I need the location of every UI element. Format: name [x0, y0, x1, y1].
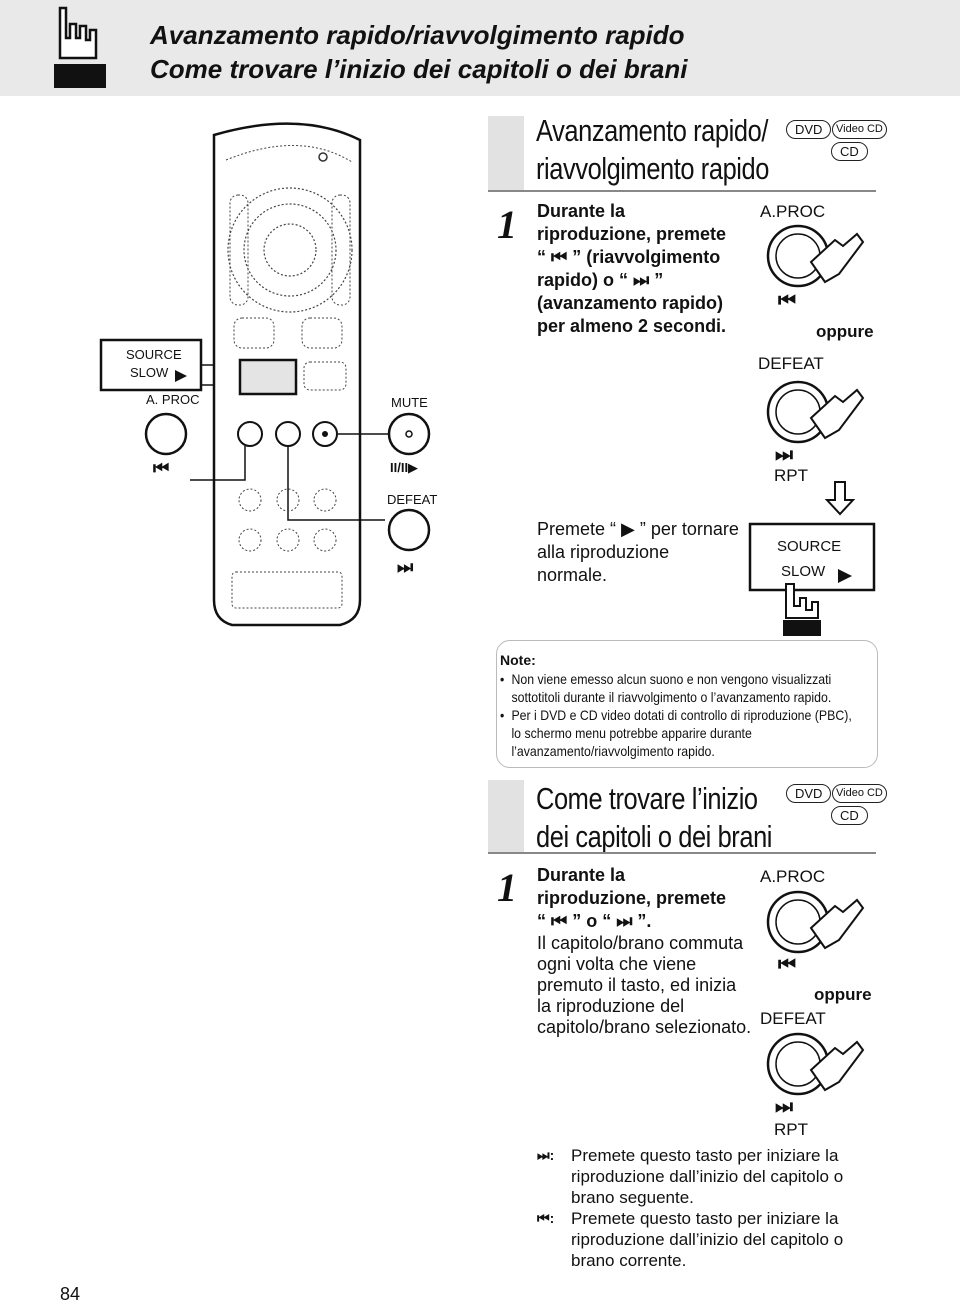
legend: ⏭: Premete questo tasto per iniziare la … [537, 1145, 843, 1271]
legend-line: riproduzione dall’inizio del capitolo o [571, 1230, 844, 1249]
body-line: capitolo/brano selezionato. [537, 1017, 752, 1037]
notes-box [496, 640, 878, 768]
page-number: 84 [60, 1284, 81, 1304]
step-line: per almeno 2 secondi. [537, 316, 727, 336]
badge-video-cd: Video CD [832, 784, 887, 803]
legend-line: Premete questo tasto per iniziare la [571, 1146, 839, 1165]
aproc-label: A.PROC [760, 202, 826, 221]
section2-title-line2: dei capitoli o dei brani [536, 819, 773, 854]
body-line: Il capitolo/brano commuta [537, 933, 744, 953]
legend-desc: Premete questo tasto per iniziare la rip… [571, 1208, 843, 1271]
defeat-label: DEFEAT [760, 1009, 826, 1028]
prev-icon: ⏮ [778, 954, 796, 976]
page-title-line2: Come trovare l’inizio dei capitoli o dei… [150, 54, 688, 84]
legend-line: brano seguente. [571, 1188, 694, 1207]
legend-item-prev: ⏮: Premete questo tasto per iniziare la … [537, 1208, 843, 1271]
page-title-line1: Avanzamento rapido/riavvolgimento rapido [150, 20, 685, 50]
section2-title: Come trovare l’inizio dei capitoli o dei… [536, 780, 772, 856]
step-line: riproduzione, premete [537, 224, 727, 244]
remote-mute-label: MUTE [391, 395, 428, 410]
note-item: •Per i DVD e CD video dotati di controll… [500, 706, 861, 760]
section2-title-line1: Come trovare l’inizio [536, 781, 758, 816]
notes-heading: Note: [500, 652, 536, 668]
section1-rule [488, 190, 876, 192]
badge-cd: CD [831, 806, 868, 825]
legend-line: brano corrente. [571, 1251, 687, 1270]
page-title: Avanzamento rapido/riavvolgimento rapido… [150, 18, 687, 86]
section1-step-text: Durante la riproduzione, premete “ ⏮ ” (… [537, 200, 767, 338]
oppure-label: oppure [816, 322, 874, 341]
remote-slow-label: SLOW [130, 365, 169, 380]
note-text: Per i DVD e CD video dotati di controllo… [511, 707, 852, 759]
badge-video-cd: Video CD [832, 120, 887, 139]
step-line: (avanzamento rapido) [537, 293, 724, 313]
body-line: la riproduzione del [537, 996, 685, 1016]
legend-line: Premete questo tasto per iniziare la [571, 1209, 839, 1228]
remote-defeat-label: DEFEAT [387, 492, 438, 507]
section2-bar [488, 780, 524, 852]
section1-title-line1: Avanzamento rapido/ [536, 113, 768, 148]
rpt-label: RPT [774, 1120, 808, 1139]
section1-title: Avanzamento rapido/ riavvolgimento rapid… [536, 112, 769, 188]
defeat-button-press-icon [766, 380, 865, 444]
remote-source-label: SOURCE [126, 347, 182, 362]
down-arrow-icon [824, 481, 856, 516]
legend-desc: Premete questo tasto per iniziare la rip… [571, 1145, 843, 1208]
step-number: 1 [497, 865, 517, 910]
step-number: 1 [497, 202, 517, 247]
next-icon: ⏭ [775, 1096, 793, 1118]
aproc-button-press-icon [766, 890, 865, 954]
step-line: Durante la [537, 201, 626, 221]
remote-prev-icon: ⏮ [153, 458, 169, 478]
body-line: premuto il tasto, ed inizia [537, 975, 737, 995]
aproc-button-press-icon [766, 224, 865, 288]
source-slow-button-illustration [748, 522, 876, 636]
defeat-button-press-icon [766, 1032, 865, 1096]
note-item: •Non viene emesso alcun suono e non veng… [500, 670, 861, 706]
aproc-label: A.PROC [760, 867, 826, 886]
note-text: Non viene emesso alcun suono e non vengo… [511, 671, 832, 705]
badge-cd: CD [831, 142, 868, 161]
legend-key: ⏮: [537, 1210, 555, 1226]
pointing-hand-icon [54, 6, 106, 88]
legend-line: riproduzione dall’inizio del capitolo o [571, 1167, 844, 1186]
oppure-label: oppure [814, 985, 872, 1004]
step-line: Durante la [537, 865, 626, 885]
step-line: riproduzione, premete [537, 888, 727, 908]
prev-icon: ⏮ [778, 290, 796, 312]
section2-rule [488, 852, 876, 854]
step-line: “ ⏮ ” (riavvolgimento [537, 247, 721, 267]
remote-pause-play-icon: II/II▶ [390, 460, 419, 475]
section1-title-line2: riavvolgimento rapido [536, 151, 770, 186]
rpt-label: RPT [774, 466, 808, 485]
header-band [0, 0, 960, 96]
step-line: “ ⏮ ” o “ ⏭ ”. [537, 911, 652, 931]
slow-label: SLOW [781, 563, 826, 580]
return-line: Premete “ ▶ ” per tornare [537, 519, 739, 539]
next-icon: ⏭ [775, 444, 793, 466]
step-line: rapido) o “ ⏭ ” [537, 270, 664, 290]
defeat-label: DEFEAT [758, 354, 824, 373]
return-line: normale. [537, 565, 608, 585]
source-label: SOURCE [777, 538, 842, 555]
remote-next-icon: ⏭ [397, 557, 413, 577]
return-line: alla riproduzione [537, 542, 670, 562]
section2-step-bold: Durante la riproduzione, premete “ ⏮ ” o… [537, 864, 726, 933]
legend-key: ⏭: [537, 1147, 555, 1163]
return-instruction: Premete “ ▶ ” per tornare alla riproduzi… [537, 518, 739, 587]
badge-dvd: DVD [786, 784, 832, 803]
legend-item-next: ⏭: Premete questo tasto per iniziare la … [537, 1145, 843, 1208]
body-line: ogni volta che viene [537, 954, 697, 974]
section1-bar [488, 116, 524, 190]
section2-step-body: Il capitolo/brano commuta ogni volta che… [537, 933, 751, 1038]
remote-aproc-label: A. PROC [146, 392, 200, 407]
notes-list: •Non viene emesso alcun suono e non veng… [500, 670, 861, 760]
remote-control-illustration [99, 122, 431, 627]
badge-dvd: DVD [786, 120, 832, 139]
